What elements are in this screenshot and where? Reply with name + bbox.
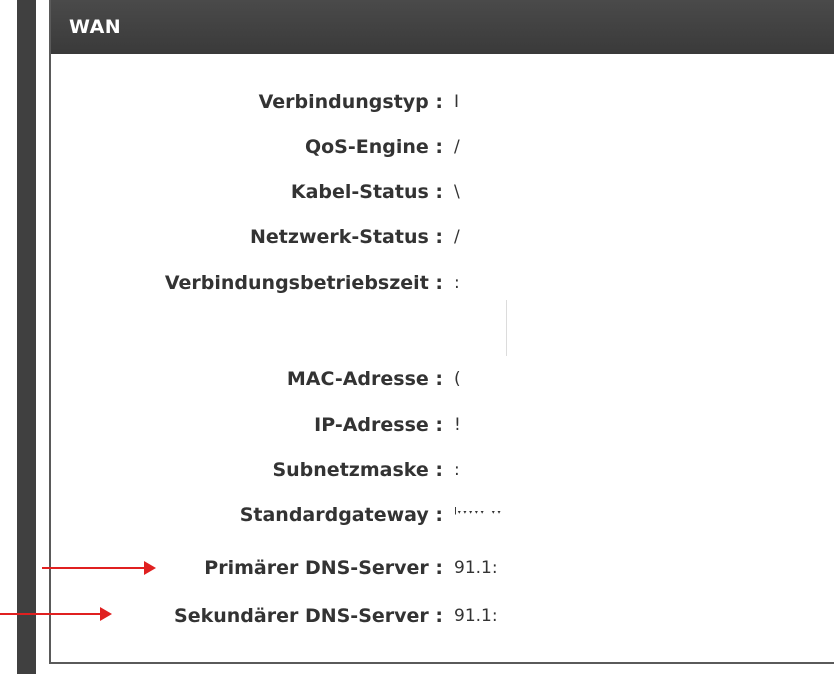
label-default-gateway: Standardgateway : <box>239 504 443 526</box>
label-subnet-mask: Subnetzmaske : <box>272 459 443 481</box>
wan-panel: WAN Verbindungstyp : I QoS-Engine : / Ka… <box>49 0 834 664</box>
row-qos-engine: QoS-Engine : / <box>51 132 834 162</box>
left-rail <box>17 0 36 674</box>
value-primary-dns: 91.1: <box>454 558 498 578</box>
label-uptime: Verbindungsbetriebszeit : <box>164 272 443 294</box>
label-ip-address: IP-Adresse : <box>314 414 443 436</box>
value-subnet-mask: : <box>454 460 460 480</box>
row-uptime: Verbindungsbetriebszeit : : <box>51 268 834 298</box>
row-secondary-dns: Sekundärer DNS-Server : 91.1: <box>51 601 834 631</box>
label-qos-engine: QoS-Engine : <box>304 136 443 158</box>
row-subnet-mask: Subnetzmaske : : <box>51 455 834 485</box>
row-connection-type: Verbindungstyp : I <box>51 87 834 117</box>
label-mac-address: MAC-Adresse : <box>286 368 443 390</box>
value-qos-engine: / <box>454 137 460 157</box>
value-network-status: / <box>454 227 460 247</box>
value-mac-address: ( <box>454 369 461 389</box>
label-connection-type: Verbindungstyp : <box>258 91 443 113</box>
secondary-dns-arrow-icon <box>0 607 112 621</box>
primary-dns-arrow-icon <box>42 561 156 575</box>
value-default-gateway: ˡˑˑˑˑˑ ˑˑ <box>454 505 503 525</box>
label-primary-dns: Primärer DNS-Server : <box>204 557 443 579</box>
label-network-status: Netzwerk-Status : <box>250 226 443 248</box>
value-uptime: : <box>454 273 460 293</box>
value-ip-address: ! <box>454 415 461 435</box>
row-primary-dns: Primärer DNS-Server : 91.1: <box>51 553 834 583</box>
panel-title: WAN <box>51 0 834 54</box>
label-secondary-dns: Sekundärer DNS-Server : <box>174 605 443 627</box>
row-default-gateway: Standardgateway : ˡˑˑˑˑˑ ˑˑ <box>51 500 834 530</box>
row-cable-status: Kabel-Status : \ <box>51 177 834 207</box>
row-mac-address: MAC-Adresse : ( <box>51 364 834 394</box>
value-divider <box>506 300 507 356</box>
label-cable-status: Kabel-Status : <box>290 181 443 203</box>
value-cable-status: \ <box>454 182 460 202</box>
value-secondary-dns: 91.1: <box>454 606 498 626</box>
row-ip-address: IP-Adresse : ! <box>51 410 834 440</box>
row-network-status: Netzwerk-Status : / <box>51 222 834 252</box>
value-connection-type: I <box>454 92 460 112</box>
